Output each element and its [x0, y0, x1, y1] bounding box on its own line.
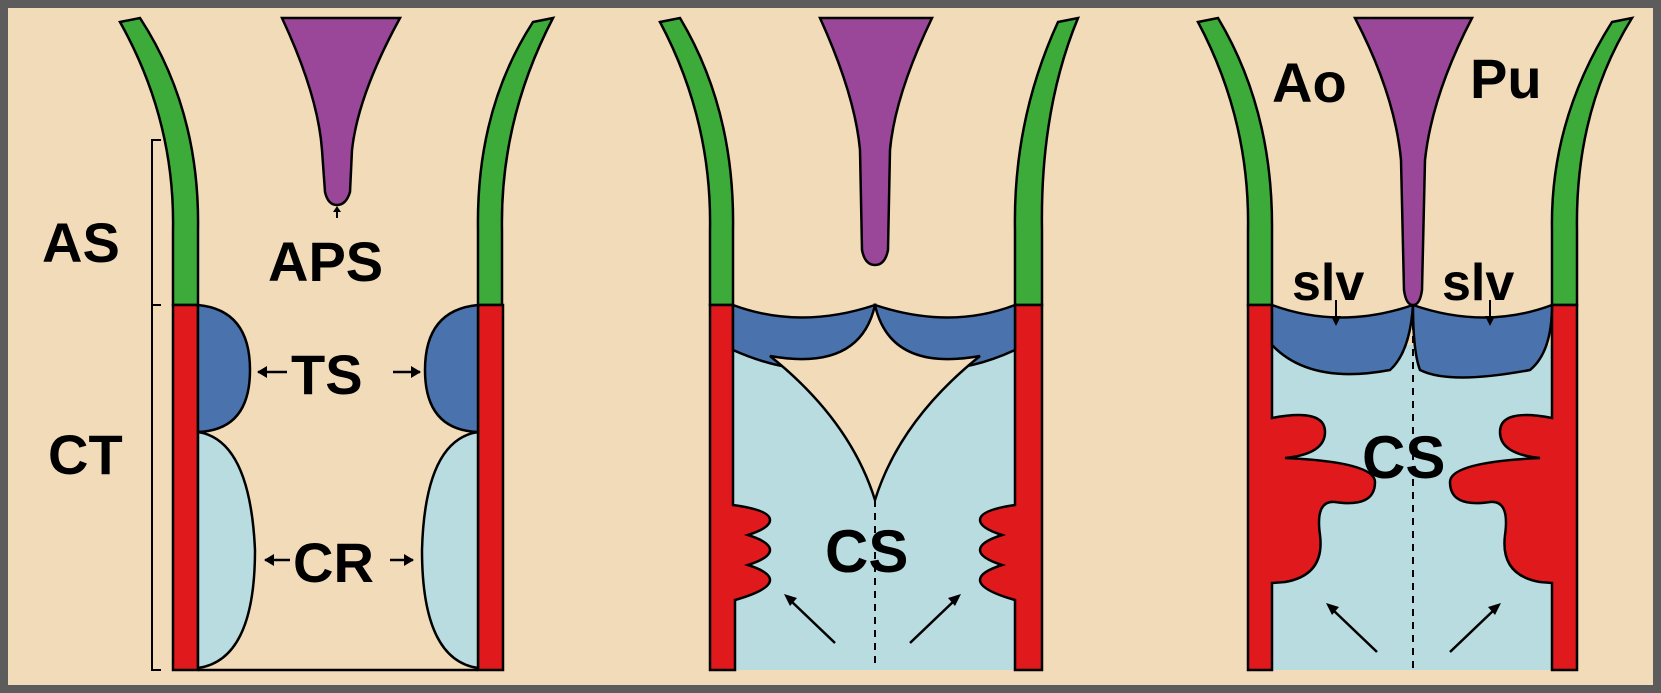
label-ao: Ao: [1272, 51, 1347, 114]
aps-arrow: [333, 206, 341, 218]
label-pu: Pu: [1470, 47, 1542, 110]
red-wall-left: [173, 305, 198, 670]
green-wall-right: [1015, 18, 1078, 305]
label-slv-left: slv: [1292, 254, 1364, 312]
green-wall-right: [1552, 18, 1632, 305]
cr-arrow-left: [264, 554, 290, 566]
aps-septum: [282, 18, 400, 205]
ts-cushion-left: [198, 305, 250, 432]
label-ts: TS: [291, 343, 363, 406]
green-wall-left: [1198, 18, 1272, 305]
green-wall-left: [660, 18, 733, 305]
label-cs: CS: [825, 518, 908, 585]
cr-cushion-right: [422, 432, 478, 668]
ts-arrow-right: [393, 366, 421, 378]
panel-2: CS: [660, 18, 1078, 670]
cr-arrow-right: [390, 554, 414, 566]
label-slv-right: slv: [1442, 254, 1514, 312]
label-ct: CT: [48, 423, 123, 486]
label-cr: CR: [293, 531, 374, 594]
as-bracket: [152, 140, 161, 305]
ts-cushion-right: [425, 305, 478, 432]
panel-1: AS CT APS TS CR: [42, 18, 553, 670]
green-wall-right: [478, 18, 553, 305]
slv-cushion-right: [1413, 305, 1552, 378]
panel-3: Ao Pu slv slv CS: [1198, 18, 1632, 670]
red-wall-right: [478, 305, 503, 670]
ts-arrow-left: [257, 366, 287, 378]
ct-bracket: [152, 305, 161, 670]
aps-septum: [820, 18, 932, 265]
label-cs: CS: [1362, 424, 1445, 491]
cr-cushion-left: [198, 432, 255, 668]
green-wall-left: [120, 18, 198, 305]
label-aps: APS: [268, 230, 383, 293]
label-as: AS: [42, 211, 120, 274]
